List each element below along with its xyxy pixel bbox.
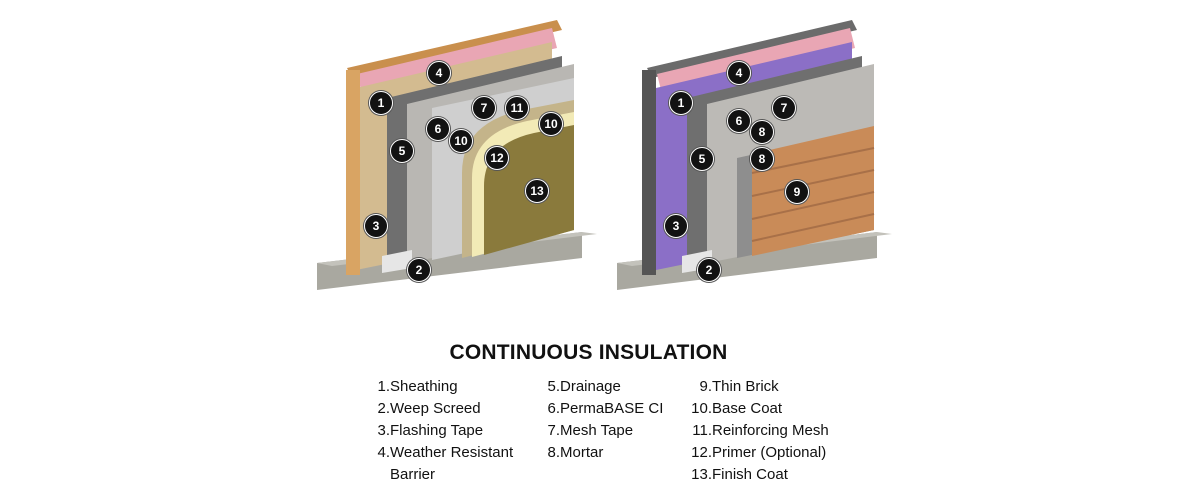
legend-label: Primer (Optional) <box>712 444 827 461</box>
top-plate <box>347 20 562 78</box>
callout-marker: 3 <box>664 214 688 238</box>
callout-marker: 3 <box>364 214 388 238</box>
callout-marker: 12 <box>485 146 509 170</box>
callout-marker: 6 <box>426 117 450 141</box>
callout-marker: 2 <box>697 258 721 282</box>
wall-section-diagram-finish-coat: 1 2 3 4 5 6 7 10 11 10 12 13 <box>312 8 612 308</box>
wall-section-diagram-thin-brick: 1 2 3 4 5 6 8 7 8 9 <box>612 8 912 308</box>
thin-brick-field <box>752 126 874 256</box>
legend-number: 5. <box>547 378 560 395</box>
steel-stud <box>642 70 656 275</box>
callout-marker: 7 <box>772 96 796 120</box>
legend-item: 2. Weep Screed <box>366 398 540 420</box>
legend-number: 10. <box>691 400 712 417</box>
legend-number: 9. <box>699 378 712 395</box>
legend-label: Weep Screed <box>390 400 481 417</box>
wall-section-illustration <box>317 20 597 290</box>
legend-label: Base Coat <box>712 400 783 417</box>
callout-marker: 2 <box>407 258 431 282</box>
legend-label: Finish Coat <box>712 466 788 483</box>
callout-marker: 4 <box>427 61 451 85</box>
legend-item: 1. Sheathing <box>366 376 540 398</box>
legend-number: 3. <box>377 422 390 439</box>
callout-marker: 13 <box>525 179 549 203</box>
wood-stud <box>346 70 360 275</box>
foundation-slab <box>317 232 582 290</box>
callout-marker: 8 <box>750 147 774 171</box>
legend-item: 12. Primer (Optional) <box>688 442 829 464</box>
legend-label: PermaBASE CI <box>560 400 664 417</box>
legend-item: 11. Reinforcing Mesh <box>688 420 829 442</box>
brick-joints <box>751 147 875 242</box>
legend-number: 11. <box>692 422 712 439</box>
legend-label: Sheathing <box>390 378 458 395</box>
legend-item: 13. Finish Coat <box>688 464 829 486</box>
callout-marker: 5 <box>690 147 714 171</box>
legend-label: Flashing Tape <box>390 422 484 439</box>
legend-number: 8. <box>547 444 560 461</box>
callout-marker: 8 <box>750 120 774 144</box>
weep-screed <box>382 250 412 273</box>
legend-item: 5. Drainage <box>536 376 663 398</box>
legend-column-3: 9. Thin Brick 10. Base Coat 11. Reinforc… <box>688 376 829 486</box>
legend-label: Weather Resistant Barrier <box>390 444 514 483</box>
callout-marker: 1 <box>669 91 693 115</box>
legend-item: 7. Mesh Tape <box>536 420 663 442</box>
callout-marker: 1 <box>369 91 393 115</box>
legend-label: Thin Brick <box>712 378 779 395</box>
legend-label: Mesh Tape <box>560 422 634 439</box>
callout-marker: 10 <box>449 129 473 153</box>
legend-number: 1. <box>377 378 390 395</box>
callout-marker: 4 <box>727 61 751 85</box>
legend-label: Mortar <box>560 444 604 461</box>
legend-number: 4. <box>377 444 390 461</box>
callout-marker: 7 <box>472 96 496 120</box>
top-track <box>647 20 857 78</box>
legend-item: 8. Mortar <box>536 442 663 464</box>
legend-item: 9. Thin Brick <box>688 376 829 398</box>
legend-column-1: 1. Sheathing 2. Weep Screed 3. Flashing … <box>366 376 540 486</box>
legend-item: 3. Flashing Tape <box>366 420 540 442</box>
legend-item: 10. Base Coat <box>688 398 829 420</box>
legend-item: 6. PermaBASE CI <box>536 398 663 420</box>
callout-marker: 9 <box>785 180 809 204</box>
callout-marker: 11 <box>505 96 529 120</box>
legend-number: 2. <box>377 400 390 417</box>
legend-column-2: 5. Drainage 6. PermaBASE CI 7. Mesh Tape… <box>536 376 663 464</box>
callout-marker: 6 <box>727 109 751 133</box>
callout-marker: 5 <box>390 139 414 163</box>
legend-number: 6. <box>547 400 560 417</box>
legend-item: 4. Weather Resistant Barrier <box>366 442 540 486</box>
foundation-slab <box>617 232 877 290</box>
legend-number: 13. <box>691 466 712 483</box>
callout-marker: 10 <box>539 112 563 136</box>
legend-number: 12. <box>691 444 712 461</box>
legend-label: Reinforcing Mesh <box>712 422 829 439</box>
legend-label: Drainage <box>560 378 621 395</box>
page-title: CONTINUOUS INSULATION <box>449 341 728 364</box>
legend-number: 7. <box>547 422 560 439</box>
